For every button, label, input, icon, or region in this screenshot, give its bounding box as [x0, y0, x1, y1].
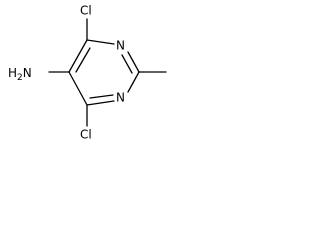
- atom-label-amine: H2N: [8, 66, 32, 83]
- bond-n1-c6: [86, 100, 115, 106]
- bond-c4-n3: [86, 39, 115, 45]
- amine-h: H: [8, 66, 17, 80]
- amine-n: N: [23, 66, 32, 80]
- bond-group: [48, 18, 167, 127]
- bond-c2-n1: [127, 71, 140, 93]
- bond-n1-c6-double: [89, 94, 114, 99]
- atom-label-cl-top: Cl: [80, 4, 92, 18]
- amine-subscript: 2: [17, 73, 23, 83]
- bond-n3-c2-double: [121, 54, 133, 74]
- bond-c5-c4-double: [75, 47, 91, 73]
- bond-n3-c2: [127, 51, 140, 73]
- atom-label-n-top: N: [116, 39, 125, 53]
- bond-c5-c4: [68, 39, 88, 73]
- structure-diagram: Cl Cl N N H2N: [8, 4, 167, 142]
- bond-c6-c5: [68, 71, 88, 106]
- atom-label-n-bottom: N: [116, 91, 125, 105]
- atom-label-cl-bottom: Cl: [80, 128, 92, 142]
